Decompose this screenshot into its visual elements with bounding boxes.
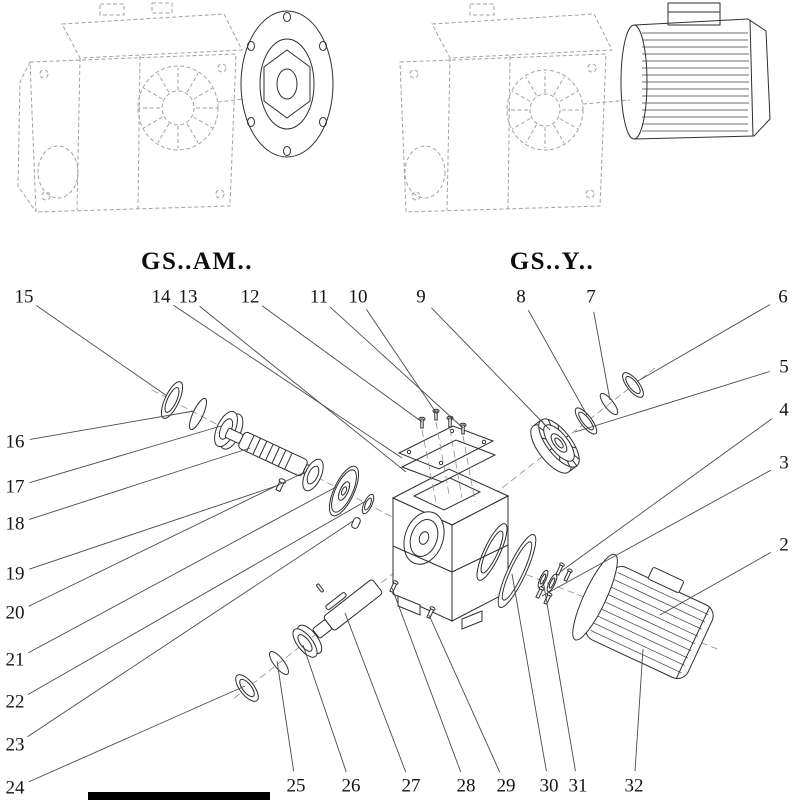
leader-line-19 bbox=[29, 484, 280, 570]
callout-19: 19 bbox=[5, 563, 25, 585]
leader-line-27 bbox=[344, 612, 407, 773]
scan-artifact bbox=[88, 792, 270, 800]
leader-line-6 bbox=[637, 304, 771, 382]
part-output-shaft bbox=[312, 579, 383, 639]
leader-line-7 bbox=[593, 311, 611, 401]
leader-line-32 bbox=[634, 648, 644, 772]
callout-9: 9 bbox=[416, 286, 426, 308]
callout-7: 7 bbox=[586, 286, 596, 308]
callout-12: 12 bbox=[240, 286, 260, 308]
callout-28: 28 bbox=[456, 775, 476, 797]
part-retaining-ring-input bbox=[189, 397, 207, 431]
part-washer bbox=[361, 493, 375, 515]
leader-line-2 bbox=[659, 552, 772, 616]
leader-line-12 bbox=[261, 305, 423, 423]
leader-line-4 bbox=[559, 418, 773, 573]
part-housing-screw-a bbox=[389, 580, 399, 593]
leader-line-22 bbox=[27, 500, 367, 695]
variant-label-gs-y: GS..Y.. bbox=[509, 248, 595, 275]
part-dowel-pin bbox=[316, 583, 324, 593]
callout-27: 27 bbox=[401, 775, 421, 797]
leader-line-24 bbox=[28, 685, 246, 783]
callout-8: 8 bbox=[516, 286, 526, 308]
motor-drawing bbox=[620, 2, 771, 140]
part-end-ring bbox=[622, 372, 644, 398]
callout-25: 25 bbox=[286, 775, 306, 797]
callout-29: 29 bbox=[496, 775, 516, 797]
callout-5: 5 bbox=[779, 356, 789, 378]
callout-13: 13 bbox=[178, 286, 198, 308]
leader-line-3 bbox=[541, 469, 772, 597]
callout-3: 3 bbox=[779, 452, 789, 474]
part-key bbox=[351, 517, 361, 529]
callout-20: 20 bbox=[5, 602, 25, 624]
callout-32: 32 bbox=[624, 775, 644, 797]
leader-line-30 bbox=[511, 573, 547, 772]
part-cover-plate bbox=[397, 425, 495, 470]
callout-24: 24 bbox=[5, 777, 25, 799]
leader-line-13 bbox=[199, 306, 407, 473]
gearbox-drawing-gs-y bbox=[399, 2, 771, 213]
part-motor bbox=[572, 553, 714, 680]
callout-4: 4 bbox=[779, 399, 789, 421]
leader-line-8 bbox=[527, 309, 588, 416]
leader-line-18 bbox=[29, 447, 251, 520]
leader-line-29 bbox=[428, 614, 501, 773]
callout-18: 18 bbox=[5, 513, 25, 535]
leader-line-23 bbox=[27, 520, 354, 738]
callout-15: 15 bbox=[14, 286, 34, 308]
leader-line-25 bbox=[276, 660, 295, 772]
part-gear-disc bbox=[328, 465, 360, 517]
leader-lines bbox=[27, 304, 773, 783]
part-retaining-ring-output bbox=[269, 651, 289, 675]
callout-21: 21 bbox=[5, 649, 25, 671]
leader-line-14 bbox=[173, 304, 403, 459]
callout-23: 23 bbox=[5, 734, 25, 756]
callout-31: 31 bbox=[568, 775, 588, 797]
variant-label-gs-am: GS..AM.. bbox=[141, 248, 253, 275]
callout-2: 2 bbox=[779, 534, 789, 556]
gearbox-drawing-gs-am bbox=[17, 2, 334, 213]
leader-line-26 bbox=[302, 644, 347, 772]
callout-22: 22 bbox=[5, 691, 25, 713]
part-oil-seal-input bbox=[160, 381, 184, 419]
part-flange-bolts bbox=[535, 562, 573, 605]
part-oil-seal-output bbox=[235, 674, 259, 702]
part-set-screw bbox=[275, 478, 287, 493]
part-cover-gasket bbox=[400, 439, 497, 483]
leader-line-16 bbox=[29, 410, 195, 440]
callout-16: 16 bbox=[5, 431, 25, 453]
callout-11: 11 bbox=[309, 286, 329, 308]
leader-line-15 bbox=[36, 305, 168, 397]
leader-line-21 bbox=[27, 486, 337, 654]
leader-line-10 bbox=[366, 309, 438, 415]
leader-line-28 bbox=[391, 587, 462, 773]
part-shim-rings bbox=[537, 569, 558, 593]
part-spacer-ring bbox=[574, 407, 598, 435]
exploded-view bbox=[151, 367, 721, 702]
output-flange bbox=[240, 10, 334, 158]
callout-10: 10 bbox=[348, 286, 368, 308]
leader-line-31 bbox=[542, 579, 576, 772]
part-flange-gasket bbox=[497, 534, 537, 608]
callout-6: 6 bbox=[778, 286, 788, 308]
part-circlip bbox=[599, 392, 619, 416]
part-gear-housing bbox=[391, 468, 510, 630]
leader-line-20 bbox=[28, 470, 308, 607]
part-worm-wheel bbox=[530, 418, 580, 474]
part-cover-bolts bbox=[418, 408, 476, 503]
callout-17: 17 bbox=[5, 476, 25, 498]
leader-line-9 bbox=[431, 307, 551, 431]
part-bearing-output bbox=[292, 624, 323, 658]
leader-line-17 bbox=[29, 425, 222, 484]
callout-26: 26 bbox=[341, 775, 361, 797]
leader-line-5 bbox=[574, 371, 770, 433]
leader-line-11 bbox=[329, 306, 464, 429]
part-housing-screw-b bbox=[426, 606, 436, 619]
callout-14: 14 bbox=[151, 286, 171, 308]
callout-30: 30 bbox=[539, 775, 559, 797]
